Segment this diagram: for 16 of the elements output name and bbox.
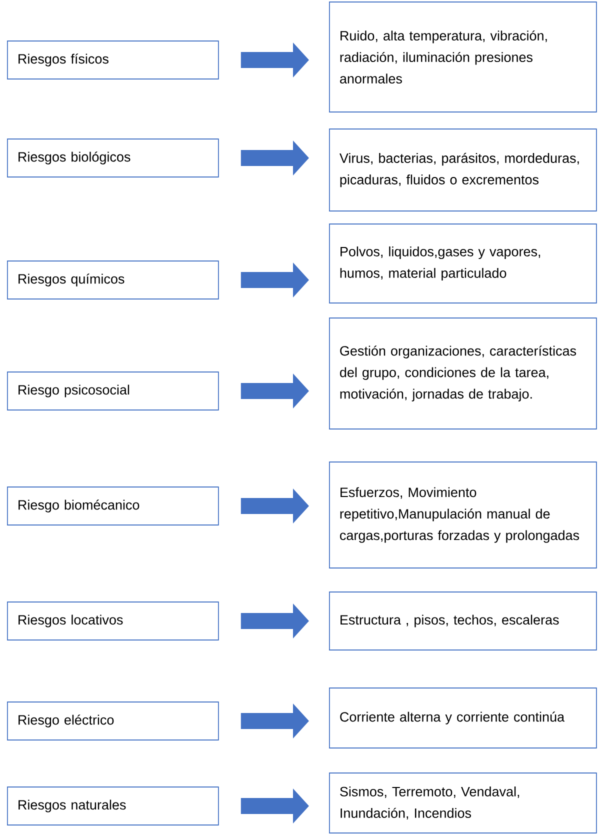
category-box: Riesgo biomécanico xyxy=(7,486,219,526)
category-box: Riesgo eléctrico xyxy=(7,702,219,740)
description-box: Estructura , pisos, techos, escaleras xyxy=(329,592,597,650)
description-box: Polvos, liquidos,gases y vapores, humos, material particulado xyxy=(329,224,597,304)
category-box: Riesgos locativos xyxy=(7,602,219,640)
category-box: Riesgos naturales xyxy=(7,786,219,826)
category-box: Riesgos químicos xyxy=(7,260,219,300)
description-box: Virus, bacterias, parásitos, mordeduras, picaduras, fluidos o excrementos xyxy=(329,128,597,212)
category-box: Riesgo psicosocial xyxy=(7,372,219,410)
category-box: Riesgos biológicos xyxy=(7,138,219,178)
description-box: Gestión organizaciones, características del grupo, condiciones de la tarea, motivación, jornadas de trabajo. xyxy=(329,318,597,430)
category-box: Riesgos físicos xyxy=(7,40,219,80)
description-box: Sismos, Terremoto, Vendaval, Inundación, Incendios xyxy=(329,772,597,834)
description-box: Ruido, alta temperatura, vibración, radiación, iluminación presiones anormales xyxy=(329,2,597,112)
description-box: Esfuerzos, Movimiento repetitivo,Manupulación manual de cargas,porturas forzadas y prolongadas xyxy=(329,462,597,568)
description-box: Corriente alterna y corriente continúa xyxy=(329,688,597,748)
